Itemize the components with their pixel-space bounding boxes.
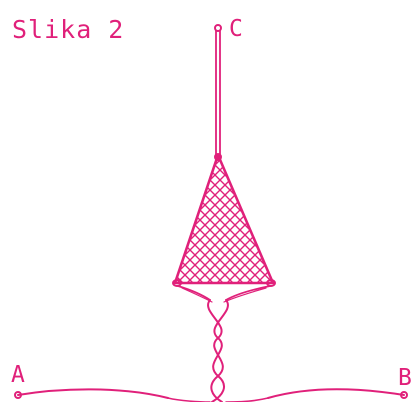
triangle-hatching (175, 155, 273, 283)
terminal-c-label: C (229, 16, 243, 42)
base-left-node (172, 279, 182, 287)
terminal-a-label: A (11, 362, 25, 388)
terminal-b-node (400, 391, 408, 399)
stem-wire (215, 30, 221, 157)
terminal-b-label: B (398, 365, 412, 391)
terminal-c-node (214, 24, 222, 32)
triangle-outline (173, 153, 275, 285)
hatched-triangle (172, 153, 276, 287)
base-right-node (266, 279, 276, 287)
feed-funnel (177, 285, 271, 303)
apex-node (214, 153, 222, 161)
twisted-pair (207, 299, 229, 402)
figure-caption: Slika 2 (12, 15, 124, 44)
terminal-a-node (14, 391, 22, 399)
